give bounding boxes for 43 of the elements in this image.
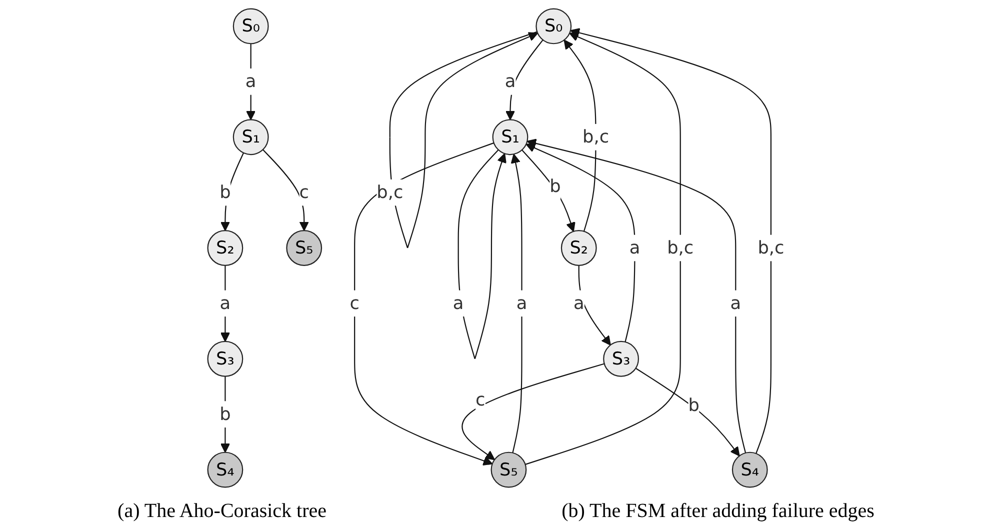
node-circle: S₃ bbox=[603, 340, 639, 377]
node-circle: S₁ bbox=[492, 119, 528, 156]
node-circle: S₅ bbox=[490, 452, 527, 488]
arrow bbox=[462, 363, 604, 460]
edge-label: c bbox=[299, 182, 309, 202]
arrow bbox=[510, 154, 522, 453]
edge-label: c bbox=[350, 292, 360, 314]
edge-label: a bbox=[730, 292, 742, 314]
edge-label: a bbox=[504, 70, 516, 92]
edge-label: b,c bbox=[582, 126, 610, 148]
node-circle: S₃ bbox=[207, 340, 244, 377]
edge-label: b bbox=[220, 403, 231, 424]
figure-caption: (a) The Aho-Corasick tree bbox=[118, 500, 327, 523]
edge-label: a bbox=[220, 292, 231, 314]
node-circle: S₀ bbox=[536, 8, 572, 44]
arrow bbox=[525, 32, 681, 465]
arrow bbox=[570, 28, 772, 454]
arrow bbox=[526, 138, 746, 454]
node-circle: S₄ bbox=[732, 452, 768, 488]
edge-label: b,c bbox=[667, 236, 694, 258]
node-circle: S₁ bbox=[232, 119, 269, 156]
arrow bbox=[262, 149, 309, 232]
arrow bbox=[635, 368, 740, 456]
figure-caption: (b) The FSM after adding failure edges bbox=[562, 500, 874, 523]
edge-label: b bbox=[220, 182, 231, 202]
node-circle: S₂ bbox=[560, 230, 597, 266]
edge-label: b bbox=[550, 175, 561, 196]
node-circle: S₂ bbox=[207, 230, 244, 266]
edge-label: a bbox=[629, 236, 640, 258]
edge-label: a bbox=[516, 292, 528, 314]
edge-label: b,c bbox=[758, 236, 784, 258]
edge-label: a bbox=[573, 292, 584, 314]
edge-label: c bbox=[476, 388, 486, 410]
edge-label: a bbox=[245, 70, 256, 92]
arrow bbox=[354, 142, 494, 466]
node-circle: S₀ bbox=[232, 8, 269, 44]
node-circle: S₄ bbox=[207, 452, 244, 488]
arrow bbox=[526, 143, 636, 342]
edge-label: b bbox=[688, 394, 700, 416]
node-circle: S₅ bbox=[286, 230, 322, 266]
arrow bbox=[522, 150, 576, 232]
edge-label: a bbox=[452, 292, 464, 314]
edge-label: b,c bbox=[376, 182, 404, 202]
